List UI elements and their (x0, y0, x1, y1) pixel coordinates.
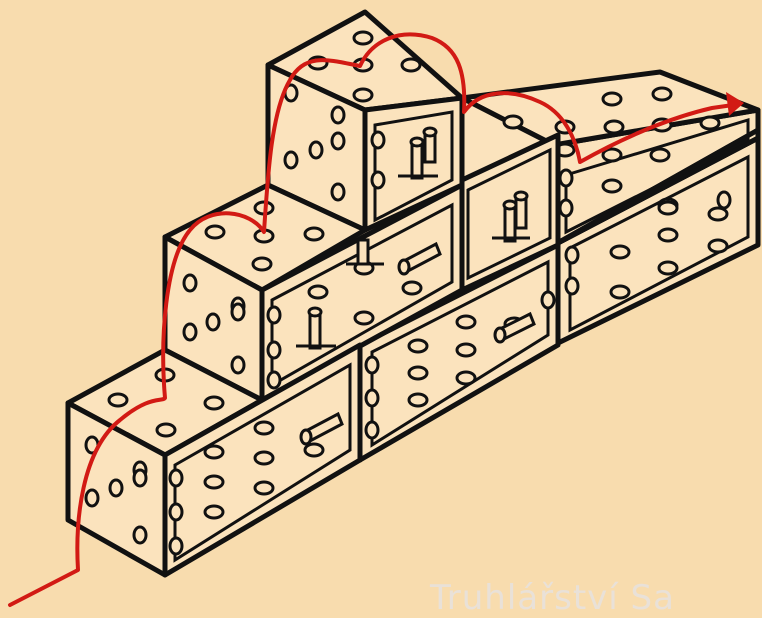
block-bottom-left (68, 345, 360, 575)
watermark: Truhlářství Sa (430, 578, 675, 618)
